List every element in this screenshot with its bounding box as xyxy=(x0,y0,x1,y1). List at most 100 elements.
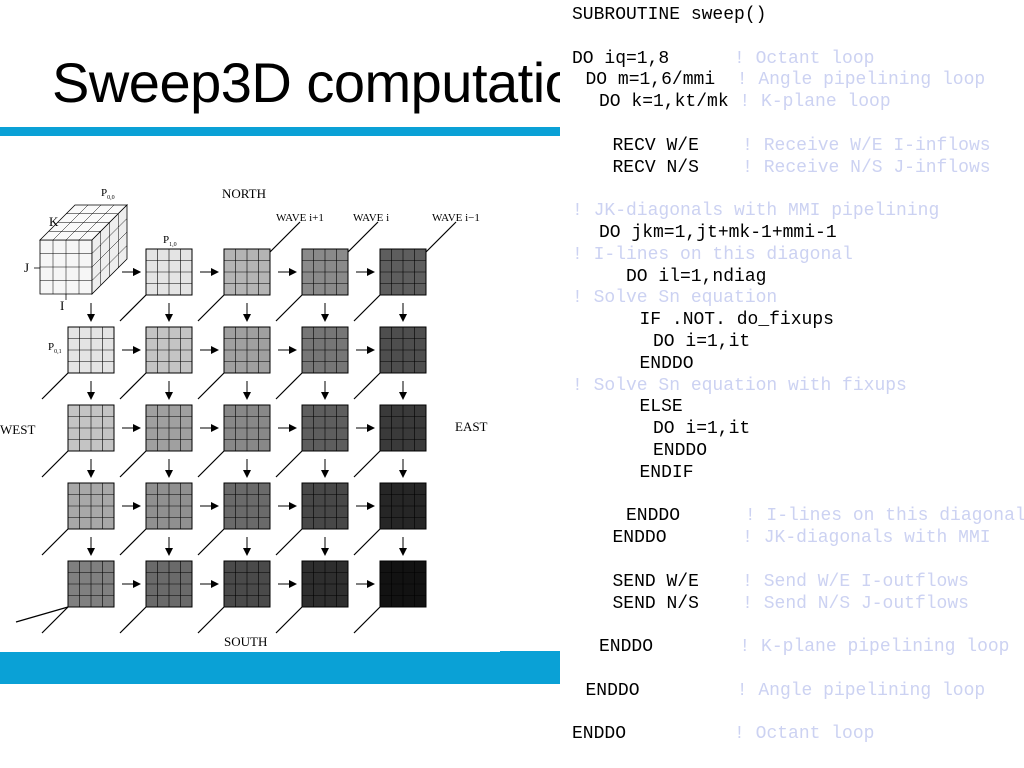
wave-segment xyxy=(119,294,147,322)
code-comment: ! K-plane pipelining loop xyxy=(653,637,1010,658)
processor-cell xyxy=(145,248,193,296)
code-line: ENDDO ! Angle pipelining loop xyxy=(586,680,986,702)
code-comment: ! Send W/E I-outflows xyxy=(698,571,969,592)
processor-cell xyxy=(301,404,349,452)
wave-segment xyxy=(197,450,225,478)
processor-grid xyxy=(67,248,427,608)
code-comment: ! JK-diagonals with MMI xyxy=(666,528,991,549)
processor-cell xyxy=(379,404,427,452)
wave-segment xyxy=(41,372,69,400)
code-comment: ! I-lines on this diagonal xyxy=(572,244,853,265)
code-text: DO i=1,it xyxy=(653,332,751,352)
processor-cell xyxy=(223,248,271,296)
processor-cell xyxy=(301,326,349,374)
code-comment: ! Receive W/E I-inflows xyxy=(698,135,991,156)
code-line: IF .NOT. do_fixups xyxy=(640,309,834,331)
code-text: ENDDO xyxy=(572,724,627,745)
processor-cell xyxy=(67,404,115,452)
wave-segment xyxy=(353,528,381,556)
processor-cell xyxy=(379,560,427,608)
code-comment: ! Send N/S J-outflows xyxy=(698,593,969,614)
code-comment: ! Solve Sn equation with fixups xyxy=(572,375,907,396)
code-text: DO i=1,it xyxy=(653,419,751,440)
wave-segment xyxy=(275,528,303,556)
processor-cell xyxy=(223,404,271,452)
label-p01: P0,1 xyxy=(48,341,62,355)
wave-segment xyxy=(275,606,303,634)
processor-cell xyxy=(67,560,115,608)
code-line: ENDDO ! K-plane pipelining loop xyxy=(599,636,1009,658)
code-text: IF .NOT. do_fixups xyxy=(639,310,834,331)
code-text: DO m=1,6/mmi xyxy=(585,70,716,91)
code-line: ! I-lines on this diagonal xyxy=(572,244,853,266)
code-comment: ! K-plane loop xyxy=(728,92,891,113)
code-comment: ! Octant loop xyxy=(669,48,875,69)
code-line: ! JK-diagonals with MMI pipelining xyxy=(572,200,939,222)
code-text: ENDDO xyxy=(626,506,681,527)
processor-cell xyxy=(223,482,271,530)
wave-segment xyxy=(353,450,381,478)
code-text: RECV N/S xyxy=(612,157,699,178)
wave-segment xyxy=(353,606,381,634)
code-line: DO il=1,ndiag xyxy=(626,266,766,288)
processor-cell xyxy=(67,482,115,530)
label-j: J xyxy=(24,260,29,275)
label-k: K xyxy=(49,214,59,229)
k-j-i-cube xyxy=(39,204,128,295)
wave-segment xyxy=(41,450,69,478)
wave-segment xyxy=(197,528,225,556)
code-line: SEND N/S ! Send N/S J-outflows xyxy=(613,593,969,615)
code-line: RECV W/E ! Receive W/E I-inflows xyxy=(613,135,991,157)
code-line: DO i=1,it xyxy=(653,331,750,353)
code-comment: ! Receive N/S J-inflows xyxy=(698,157,991,178)
sweep-wavefront-diagram: NORTH SOUTH WEST EAST WAVE i+1 WAVE i WA… xyxy=(0,182,500,652)
code-line: DO m=1,6/mmi ! Angle pipelining loop xyxy=(586,69,986,91)
wave-segment xyxy=(119,450,147,478)
label-p00: P0,0 xyxy=(101,187,115,201)
wave-segment xyxy=(353,372,381,400)
flow-arrows xyxy=(87,268,407,588)
processor-cell xyxy=(67,326,115,374)
wave-segment xyxy=(353,294,381,322)
wave-label-line xyxy=(423,221,457,255)
wave-segment xyxy=(275,450,303,478)
processor-cell xyxy=(145,404,193,452)
code-comment: ! Octant loop xyxy=(626,724,875,745)
label-wave-i-plus-1: WAVE i+1 xyxy=(276,212,324,224)
wave-segment xyxy=(275,372,303,400)
code-line: DO i=1,it xyxy=(653,418,750,440)
code-text: DO iq=1,8 xyxy=(572,48,670,69)
code-line: SUBROUTINE sweep() xyxy=(572,4,766,26)
label-east: EAST xyxy=(455,419,488,434)
code-line: DO k=1,kt/mk ! K-plane loop xyxy=(599,91,891,113)
code-line: ENDDO xyxy=(653,440,707,462)
code-line: ENDDO ! I-lines on this diagonal xyxy=(626,505,1024,527)
title-underline-bar xyxy=(0,127,1024,136)
wave-segment xyxy=(41,528,69,556)
code-line: ENDDO xyxy=(640,353,694,375)
code-text: ENDDO xyxy=(639,353,694,374)
processor-cell xyxy=(223,326,271,374)
wave-segment xyxy=(119,528,147,556)
processor-cell xyxy=(379,326,427,374)
processor-cell xyxy=(145,326,193,374)
code-comment: ! Angle pipelining loop xyxy=(715,70,986,91)
label-i: I xyxy=(60,298,64,313)
processor-cell xyxy=(301,560,349,608)
wave-segment xyxy=(275,294,303,322)
wave-segment xyxy=(197,606,225,634)
wave-segment xyxy=(119,372,147,400)
code-text: SEND W/E xyxy=(612,571,699,592)
wave-segment xyxy=(197,372,225,400)
slide-title: Sweep3D computation xyxy=(52,51,606,114)
wave-label-line xyxy=(345,221,379,255)
code-line: ELSE xyxy=(640,396,683,418)
code-text: DO jkm=1,jt+mk-1+mmi-1 xyxy=(599,223,837,243)
code-comment: ! JK-diagonals with MMI pipelining xyxy=(572,201,940,222)
label-wave-i: WAVE i xyxy=(353,212,389,224)
code-line: SEND W/E ! Send W/E I-outflows xyxy=(613,571,969,593)
label-west: WEST xyxy=(0,422,35,437)
wave-segment xyxy=(41,606,69,634)
code-text: SUBROUTINE sweep() xyxy=(572,5,767,25)
code-text: ENDIF xyxy=(639,462,694,483)
